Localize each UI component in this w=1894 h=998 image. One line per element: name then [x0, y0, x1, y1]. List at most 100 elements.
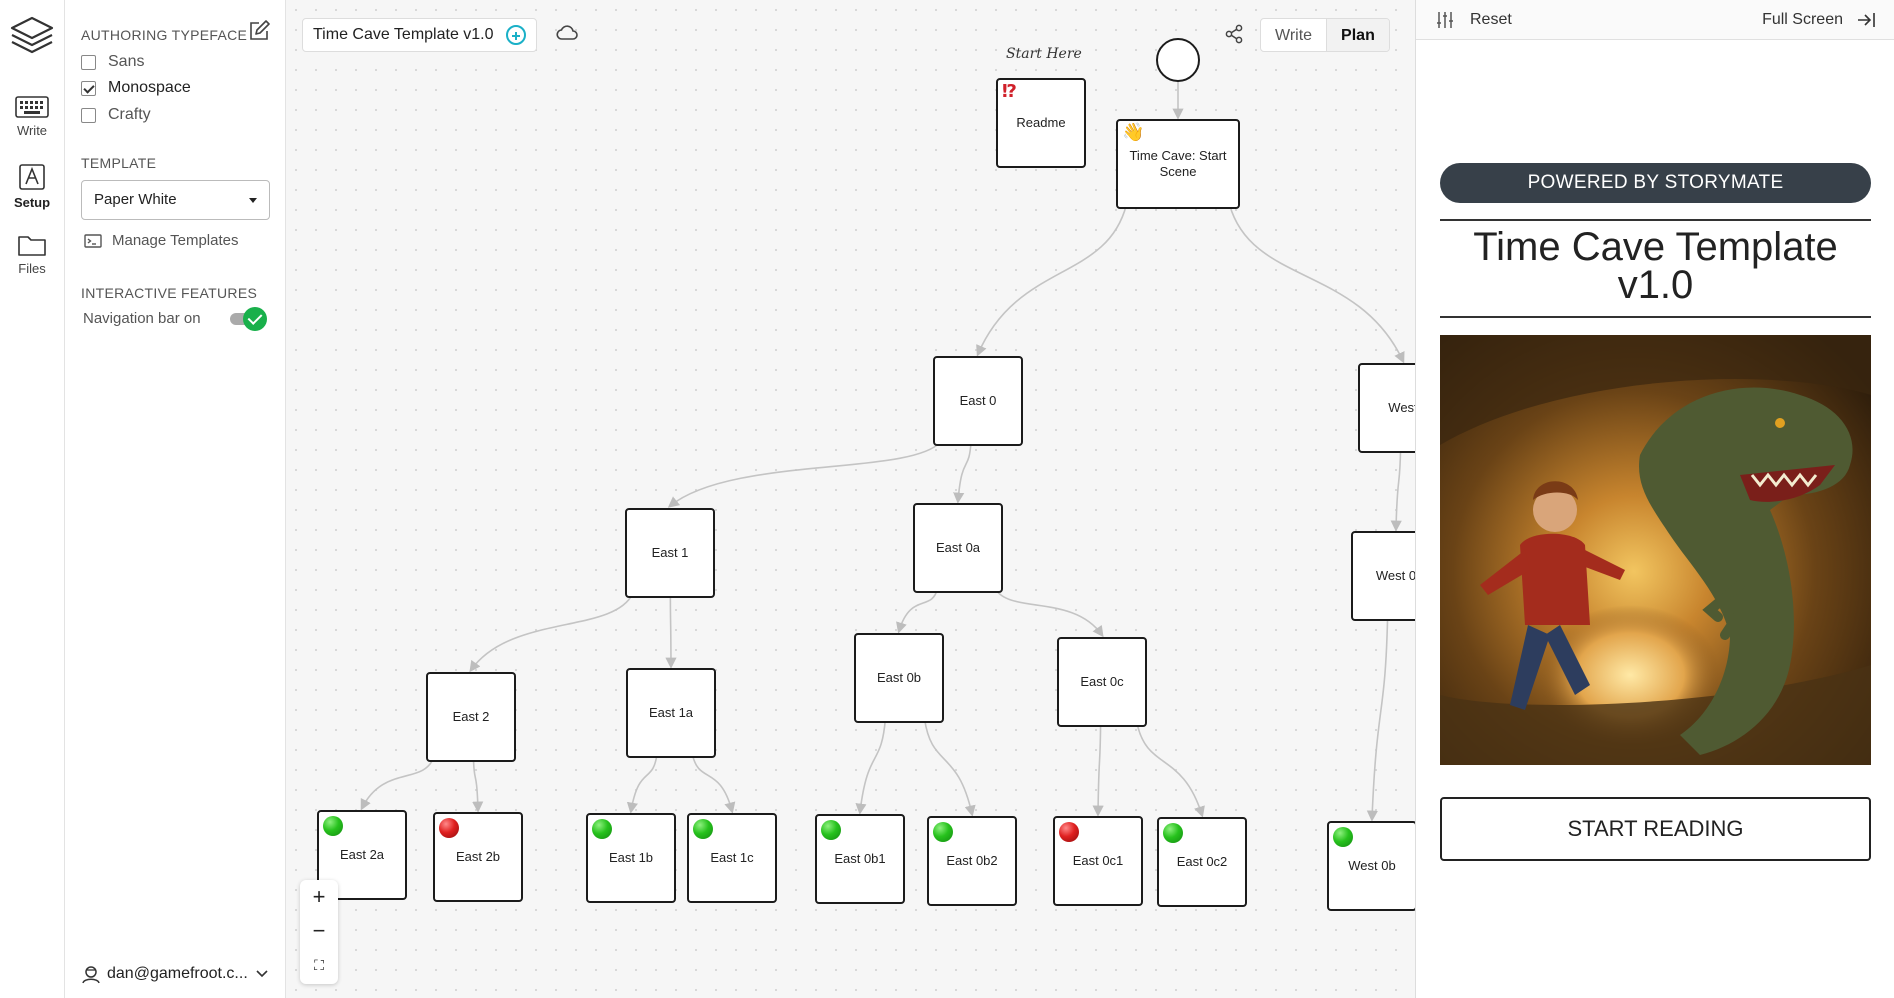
rail-files-label: Files	[18, 261, 46, 276]
node-west-0[interactable]: West 0	[1351, 531, 1415, 621]
waving-hand-icon: 👋	[1122, 122, 1145, 143]
node-label: East 1c	[710, 849, 754, 865]
features-section-title: INTERACTIVE FEATURES	[81, 285, 258, 301]
zoom-out-button[interactable]: −	[312, 918, 326, 943]
edge-east2-east2b	[472, 757, 484, 813]
story-cover-title: Time Cave Template v1.0	[1473, 225, 1838, 307]
node-label: East 0b	[876, 669, 922, 685]
preview-panel: Reset Full Screen POWERED BY STORYMATE T…	[1415, 0, 1894, 998]
share-icon[interactable]	[1224, 24, 1244, 49]
node-west-0b[interactable]: West 0b	[1327, 821, 1415, 911]
typeface-monospace-label: Monospace	[108, 79, 191, 96]
node-label: East 0b2	[946, 852, 998, 868]
edge-east1-east2	[469, 593, 634, 673]
edge-east0b-east0b2	[923, 718, 976, 817]
node-label: East 0b1	[834, 850, 886, 866]
template-select[interactable]: Paper White	[81, 180, 270, 220]
node-label: East 2a	[339, 846, 385, 862]
node-start-scene[interactable]: 👋 Time Cave: Start Scene	[1116, 119, 1240, 209]
node-east-0c1[interactable]: East 0c1	[1053, 816, 1143, 906]
node-east-0b2[interactable]: East 0b2	[927, 816, 1017, 906]
folder-icon	[0, 234, 64, 256]
typeface-monospace-checkbox[interactable]: Monospace	[81, 77, 191, 99]
start-reading-button[interactable]: START READING	[1440, 797, 1871, 861]
edge-east0b-east0b1	[855, 718, 887, 815]
node-east-2b[interactable]: East 2b	[433, 812, 523, 902]
terminal-icon	[84, 233, 102, 248]
manage-templates-label: Manage Templates	[112, 232, 239, 249]
rail-files-button[interactable]: Files	[0, 234, 64, 298]
checkbox-box[interactable]	[81, 107, 96, 123]
edge-east0a-east0b	[896, 588, 939, 634]
status-green-icon	[323, 816, 343, 836]
edge-east1a-east1b	[626, 753, 658, 814]
node-readme[interactable]: ⁉ Readme	[996, 78, 1086, 168]
edge-start-east0	[976, 204, 1128, 357]
node-east-0b1[interactable]: East 0b1	[815, 814, 905, 904]
typeface-crafty-checkbox[interactable]: Crafty	[81, 104, 151, 126]
fit-view-button[interactable]: ⛶	[314, 956, 324, 973]
user-menu[interactable]: dan@gamefroot.c...	[81, 964, 274, 984]
user-avatar-icon	[82, 966, 100, 984]
powered-by-badge: POWERED BY STORYMATE	[1440, 163, 1871, 203]
edge-layer	[360, 77, 1405, 822]
checkbox-box[interactable]	[81, 54, 96, 70]
entry-point-node[interactable]	[1156, 38, 1200, 82]
status-green-icon	[821, 820, 841, 840]
node-east-0c[interactable]: East 0c	[1057, 637, 1147, 727]
node-label: Time Cave: Start Scene	[1129, 147, 1227, 179]
plan-canvas[interactable]: Time Cave Template v1.0 Write Plan Start…	[286, 0, 1415, 998]
node-label: East 2	[452, 708, 490, 724]
status-green-icon	[1333, 827, 1353, 847]
nav-bar-label: Navigation bar on	[83, 310, 201, 327]
status-red-icon	[1059, 822, 1079, 842]
node-label: East 2b	[455, 848, 501, 864]
rail-write-label: Write	[16, 123, 48, 138]
add-scene-icon[interactable]	[505, 25, 526, 45]
typeface-section-title: AUTHORING TYPEFACE	[81, 27, 248, 43]
edge-east0-east0a	[953, 441, 972, 504]
node-west[interactable]: West	[1358, 363, 1415, 453]
edge-east0-east1	[667, 441, 942, 508]
fullscreen-button[interactable]: Full Screen	[1762, 11, 1875, 29]
node-east-1b[interactable]: East 1b	[586, 813, 676, 903]
edit-icon[interactable]	[248, 20, 270, 42]
node-east-1[interactable]: East 1	[625, 508, 715, 598]
node-label: West	[1388, 399, 1415, 415]
manage-templates-link[interactable]: Manage Templates	[84, 232, 238, 249]
chevron-down-icon	[256, 970, 268, 978]
status-red-icon	[439, 818, 459, 838]
node-east-2[interactable]: East 2	[426, 672, 516, 762]
zoom-in-button[interactable]: +	[312, 884, 326, 909]
template-select-value: Paper White	[94, 191, 177, 208]
typeface-icon	[0, 164, 64, 190]
nav-bar-toggle[interactable]	[230, 307, 268, 331]
keyboard-icon	[0, 96, 64, 118]
edge-east0c-east0c2	[1136, 722, 1205, 818]
rail-setup-button[interactable]: Setup	[0, 164, 64, 228]
reset-button[interactable]: Reset	[1436, 11, 1512, 29]
node-east-1c[interactable]: East 1c	[687, 813, 777, 903]
checkbox-box-checked[interactable]	[81, 80, 96, 96]
node-east-0b[interactable]: East 0b	[854, 633, 944, 723]
template-section-title: TEMPLATE	[81, 155, 157, 171]
story-title-chip[interactable]: Time Cave Template v1.0	[302, 18, 537, 52]
node-label: East 0c1	[1072, 852, 1124, 868]
cover-image	[1440, 335, 1871, 765]
rail-setup-label: Setup	[13, 195, 51, 210]
rail-write-button[interactable]: Write	[0, 96, 64, 160]
mode-write-button[interactable]: Write	[1275, 27, 1313, 44]
node-east-1a[interactable]: East 1a	[626, 668, 716, 758]
status-green-icon	[933, 822, 953, 842]
node-east-0a[interactable]: East 0a	[913, 503, 1003, 593]
edge-east0a-east0c	[994, 588, 1104, 638]
mode-plan-button[interactable]: Plan	[1326, 19, 1389, 51]
typeface-sans-checkbox[interactable]: Sans	[81, 51, 144, 73]
cloud-sync-icon[interactable]	[556, 24, 578, 45]
node-east-0c2[interactable]: East 0c2	[1157, 817, 1247, 907]
node-label: East 0c	[1080, 673, 1124, 689]
node-label: West 0	[1375, 567, 1415, 583]
mode-switch[interactable]: Write Plan	[1260, 18, 1390, 52]
node-east-0[interactable]: East 0	[933, 356, 1023, 446]
stack-logo-icon[interactable]	[8, 14, 56, 58]
